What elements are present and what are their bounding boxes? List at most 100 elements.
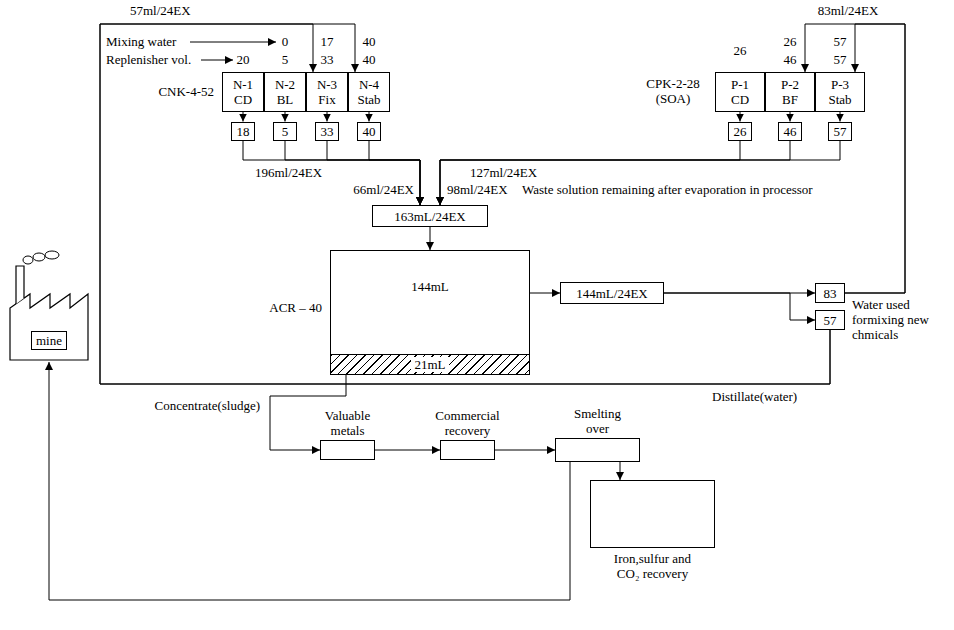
node-text: N-3 bbox=[317, 77, 337, 92]
flow-connector bbox=[243, 141, 420, 206]
node-text: N-2 bbox=[275, 77, 295, 92]
annotation-label: 196ml/24EX bbox=[255, 165, 322, 180]
annotation-label: 98ml/24EX bbox=[447, 182, 508, 197]
evaporator-unit: 144mL 21mL bbox=[330, 250, 530, 375]
annotation-label: 46 bbox=[784, 52, 797, 67]
node-text: 21mL bbox=[411, 357, 448, 372]
annotation-label: 66ml/24EX bbox=[353, 182, 414, 197]
volume-box: 33 bbox=[315, 122, 339, 141]
flow-connector bbox=[327, 141, 420, 206]
node-text: 5 bbox=[282, 124, 289, 139]
volume-box: 46 bbox=[778, 122, 802, 141]
flow-connector bbox=[327, 112, 328, 122]
node-text: Fix bbox=[318, 92, 335, 107]
annotation-label: 20 bbox=[237, 52, 250, 67]
volume-box: 163mL/24EX bbox=[372, 205, 488, 227]
flow-connector bbox=[845, 24, 905, 293]
processing-tank: P-1CD bbox=[715, 72, 765, 112]
annotation-label: Replenisher vol. bbox=[106, 52, 191, 67]
node-text: CD bbox=[731, 92, 749, 107]
node-text: CD bbox=[234, 92, 252, 107]
node-text: N-4 bbox=[359, 77, 379, 92]
flow-connector bbox=[495, 450, 555, 451]
node-text: BF bbox=[782, 92, 798, 107]
node-text: BL bbox=[277, 92, 294, 107]
flow-connector bbox=[840, 112, 841, 122]
processing-tank: N-4Stab bbox=[348, 72, 390, 112]
volume-box: 57 bbox=[828, 122, 852, 141]
flow-connector bbox=[790, 112, 791, 122]
node-text: 18 bbox=[237, 124, 250, 139]
smoke-puff bbox=[45, 251, 59, 259]
box-heading: Smelting over bbox=[568, 406, 628, 436]
process-box: Smelting over bbox=[555, 438, 640, 462]
flow-connector bbox=[440, 141, 840, 206]
node-text: 33 bbox=[321, 124, 334, 139]
node-text: 40 bbox=[363, 124, 376, 139]
process-box: Valuable metals bbox=[320, 440, 375, 460]
sludge-layer: 21mL bbox=[331, 354, 529, 374]
annotation-label: Distillate(water) bbox=[712, 389, 797, 404]
box-heading: Commercial recovery bbox=[432, 408, 504, 438]
flow-connector bbox=[805, 24, 905, 293]
node-text: Stab bbox=[828, 92, 851, 107]
node-text: mine bbox=[31, 331, 67, 350]
node-text: 144mL bbox=[411, 279, 449, 294]
smoke-puff bbox=[23, 256, 33, 264]
annotation-label: CNK-4-52 bbox=[158, 84, 214, 99]
annotation-label: 40 bbox=[363, 34, 376, 49]
box-heading: Iron,sulfur and CO₂ recovery bbox=[603, 551, 703, 581]
volume-box: 18 bbox=[231, 122, 255, 141]
node-text: 46 bbox=[784, 124, 797, 139]
flow-connector bbox=[49, 362, 570, 600]
annotation-label: 26 bbox=[734, 43, 747, 58]
volume-box: 5 bbox=[273, 122, 297, 141]
node-text: 57 bbox=[834, 124, 847, 139]
annotation-label: 0 bbox=[282, 34, 289, 49]
factory-chimney bbox=[16, 266, 24, 304]
flow-connector bbox=[100, 24, 830, 384]
flow-connector bbox=[664, 293, 815, 320]
flow-connector bbox=[530, 293, 560, 294]
volume-box: 83 bbox=[815, 283, 845, 303]
processing-tank: N-3Fix bbox=[306, 72, 348, 112]
processing-tank: N-1CD bbox=[222, 72, 264, 112]
processing-tank: P-3Stab bbox=[815, 72, 865, 112]
flow-connector bbox=[620, 462, 621, 480]
annotation-label: 33 bbox=[321, 52, 334, 67]
smoke-puff bbox=[33, 253, 45, 261]
mine-factory: mine bbox=[8, 250, 90, 362]
annotation-label: 83ml/24EX bbox=[818, 3, 879, 18]
volume-box: 40 bbox=[357, 122, 381, 141]
pointer-arrow bbox=[201, 60, 233, 61]
annotation-label: 40 bbox=[363, 52, 376, 67]
process-box: Commercial recovery bbox=[440, 440, 495, 460]
flow-connector bbox=[100, 24, 830, 384]
annotation-label: 127ml/24EX bbox=[470, 165, 537, 180]
node-text: 163mL/24EX bbox=[394, 209, 466, 224]
node-text: 144mL/24EX bbox=[576, 286, 648, 301]
node-text: P-1 bbox=[731, 77, 749, 92]
annotation-label: Waste solution remaining after evaporati… bbox=[522, 182, 813, 197]
connector-label: Concentrate(sludge) bbox=[153, 398, 262, 413]
pointer-arrow bbox=[190, 42, 276, 43]
box-heading: Valuable metals bbox=[313, 408, 383, 438]
node-text: 26 bbox=[734, 124, 747, 139]
annotation-label: 57 bbox=[834, 34, 847, 49]
annotation-label: 57 bbox=[834, 52, 847, 67]
volume-box: 26 bbox=[728, 122, 752, 141]
flow-connector bbox=[285, 112, 286, 122]
node-text: N-1 bbox=[233, 77, 253, 92]
factory-building bbox=[10, 294, 88, 360]
annotation-label: Mixing water bbox=[106, 34, 176, 49]
node-text: P-3 bbox=[831, 77, 849, 92]
flow-connector bbox=[375, 450, 440, 451]
node-text: 83 bbox=[824, 286, 837, 301]
volume-box: 57 bbox=[815, 310, 845, 330]
flow-connector bbox=[369, 112, 370, 122]
node-text: P-2 bbox=[781, 77, 799, 92]
processing-tank: P-2BF bbox=[765, 72, 815, 112]
annotation-label: 17 bbox=[321, 34, 334, 49]
node-text: Stab bbox=[357, 92, 380, 107]
